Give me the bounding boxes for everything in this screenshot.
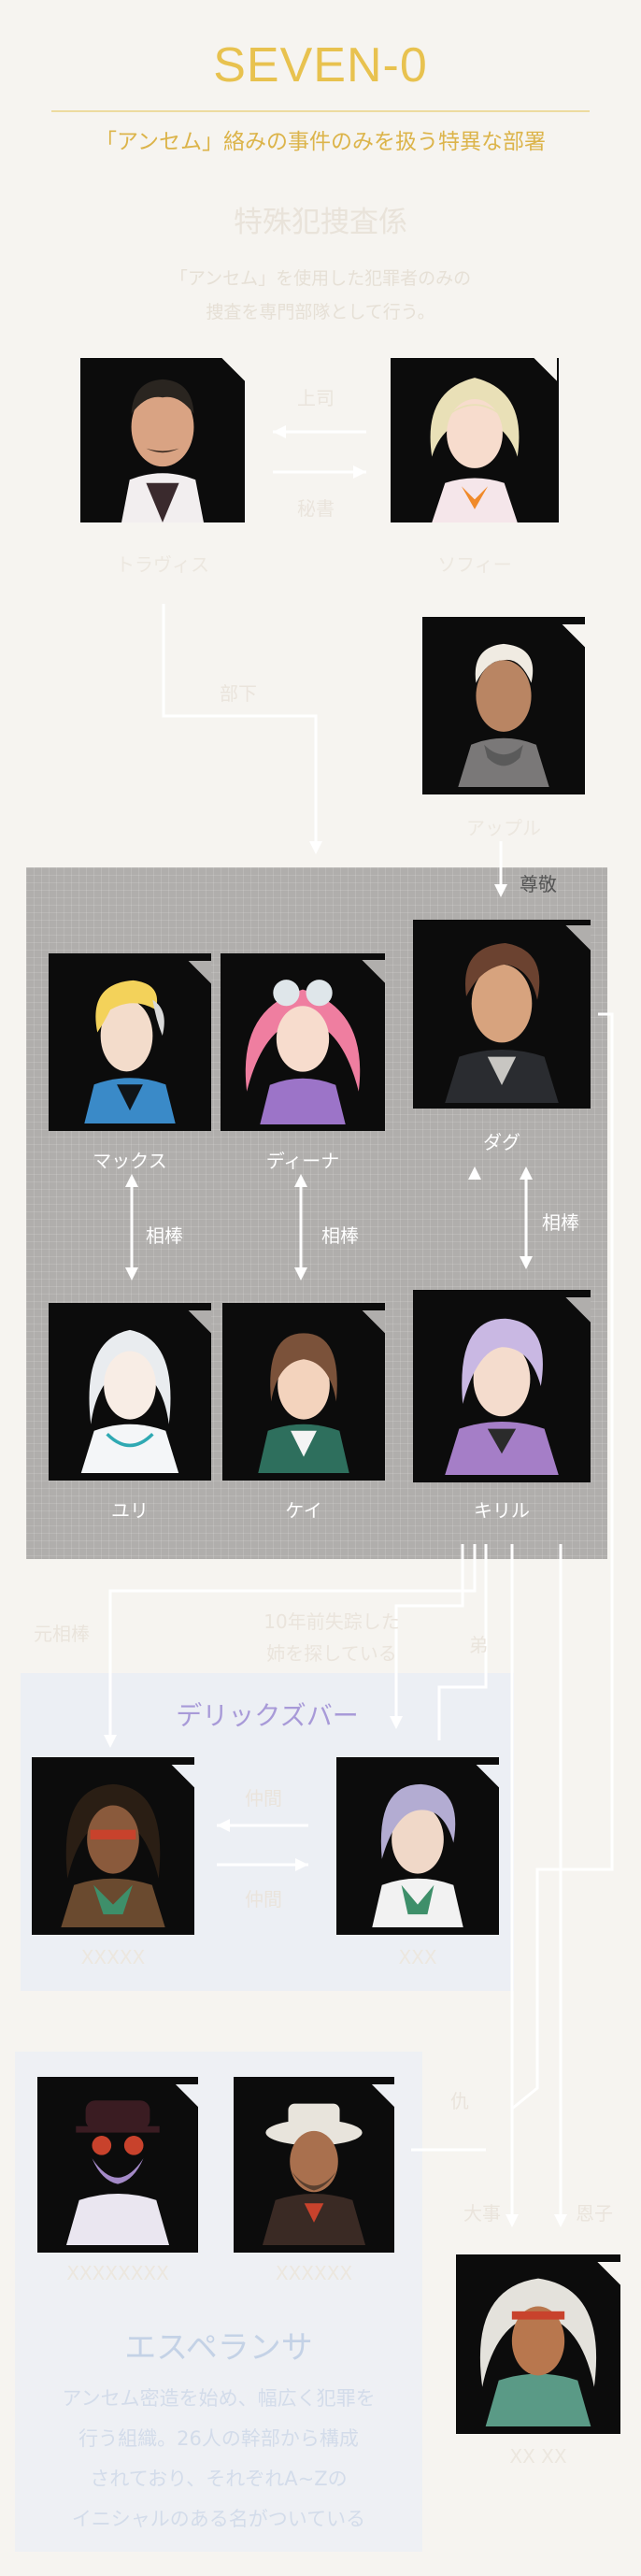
page-title: SEVEN-0 <box>213 38 428 93</box>
esperanza-leader-face-icon <box>479 2262 620 2426</box>
portrait-max[interactable] <box>49 953 211 1131</box>
esperanza-desc-line-1: アンセム密造を始め、幅広く犯罪を <box>62 2387 376 2410</box>
name-apple: アップル <box>466 817 541 839</box>
relation-subordinate: 部下 <box>220 682 257 705</box>
kei-face-icon <box>258 1310 385 1473</box>
max-face-icon <box>84 961 211 1123</box>
name-kei: ケイ <box>285 1499 322 1522</box>
kiril-face-icon <box>445 1297 591 1475</box>
name-derrick-right: XXX <box>398 1946 437 1968</box>
name-esperanza-left1: XXXXXXXX <box>66 2262 169 2284</box>
relation-former-partner: 元相棒 <box>34 1623 90 1645</box>
portrait-derrick-right[interactable] <box>336 1757 499 1935</box>
relation-brother: 弟 <box>469 1634 488 1656</box>
esperanza-left1-face-icon <box>65 2084 198 2245</box>
portrait-esperanza-leader[interactable] <box>456 2254 620 2434</box>
relation-searching-sister: 10年前失踪した 姉を探している <box>224 1606 439 1669</box>
section-title: 特殊犯捜査係 <box>234 206 407 239</box>
relation-derrick-1: 仲間 <box>245 1787 282 1810</box>
dag-face-icon <box>445 925 591 1103</box>
esperanza-desc-line-3: されており、それぞれA~Zの <box>90 2468 348 2490</box>
relation-target: 大事 <box>463 2202 501 2225</box>
section-desc-line-2: 捜査を専門部隊として行う。 <box>206 302 435 322</box>
apple-face-icon <box>458 624 585 787</box>
name-travis: トラヴィス <box>116 553 209 576</box>
dina-face-icon <box>245 960 385 1124</box>
derrick-left-face-icon <box>61 1765 194 1927</box>
portrait-kei[interactable] <box>222 1303 385 1481</box>
esperanza-left2-face-icon <box>262 2084 394 2245</box>
section-description: 「アンセム」を使用した犯罪者のみの 捜査を専門部隊として行う。 <box>0 262 641 329</box>
section-desc-line-1: 「アンセム」を使用した犯罪者のみの <box>169 268 472 289</box>
name-esperanza-left2: XXXXXX <box>275 2262 353 2284</box>
portrait-esperanza-left2[interactable] <box>234 2077 394 2253</box>
name-dina: ディーナ <box>265 1150 340 1172</box>
relation-respect: 尊敬 <box>520 873 557 895</box>
portrait-esperanza-left1[interactable] <box>37 2077 198 2253</box>
portrait-yuri[interactable] <box>49 1303 211 1481</box>
yuri-face-icon <box>80 1310 211 1473</box>
relation-partner-max-yuri: 相棒 <box>146 1224 183 1247</box>
group-title-derricks-bar: デリックズバー <box>176 1700 359 1731</box>
derrick-right-face-icon <box>372 1765 499 1927</box>
relation-partner-dag-kiril: 相棒 <box>542 1211 579 1234</box>
name-esperanza-leader: XX XX <box>509 2445 567 2468</box>
name-max: マックス <box>93 1150 167 1172</box>
name-kiril: キリル <box>474 1499 530 1522</box>
relation-secretary: 秘書 <box>297 497 335 520</box>
title-divider <box>51 110 590 112</box>
name-dag: ダグ <box>483 1131 520 1153</box>
portrait-sophie[interactable] <box>391 358 559 522</box>
portrait-derrick-left[interactable] <box>32 1757 194 1935</box>
portrait-dag[interactable] <box>413 920 591 1109</box>
esperanza-desc-line-2: 行う組織。26人の幹部から構成 <box>78 2427 359 2450</box>
name-sophie: ソフィー <box>437 553 512 576</box>
name-yuri: ユリ <box>111 1499 149 1522</box>
sophie-face-icon <box>430 358 557 522</box>
name-derrick-left: XXXXX <box>80 1946 146 1968</box>
relation-enemy: 仇 <box>450 2090 469 2112</box>
relation-partner-dina-kei: 相棒 <box>321 1224 359 1247</box>
relation-searching-line-2: 姉を探している <box>266 1642 397 1665</box>
portrait-kiril[interactable] <box>413 1290 591 1482</box>
relation-foster: 恩子 <box>576 2202 613 2225</box>
travis-face-icon <box>121 358 245 522</box>
esperanza-desc-line-4: イニシャルのある名がついている <box>71 2508 366 2530</box>
relation-boss: 上司 <box>297 387 335 409</box>
relation-searching-line-1: 10年前失踪した <box>264 1610 400 1633</box>
relation-derrick-2: 仲間 <box>245 1888 282 1911</box>
portrait-dina[interactable] <box>221 953 385 1131</box>
page-subtitle: 「アンセム」絡みの事件のみを扱う特異な部署 <box>94 130 547 154</box>
portrait-apple[interactable] <box>422 617 585 794</box>
portrait-travis[interactable] <box>80 358 245 522</box>
esperanza-description: アンセム密造を始め、幅広く犯罪を 行う組織。26人の幹部から構成 されており、そ… <box>15 2379 422 2540</box>
group-title-esperanza: エスペランサ <box>124 2329 313 2367</box>
